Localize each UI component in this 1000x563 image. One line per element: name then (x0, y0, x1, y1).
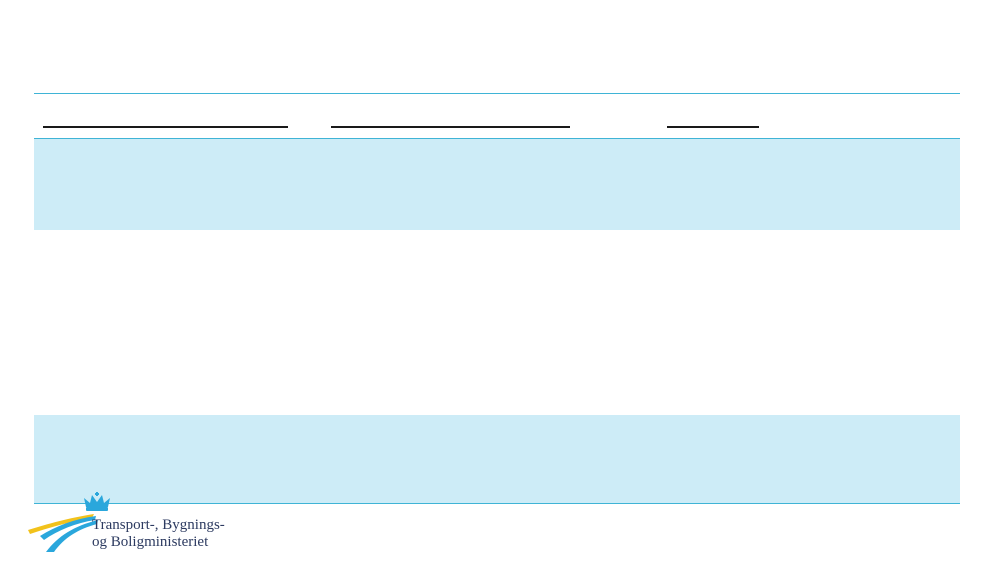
table-header-rule (34, 138, 960, 139)
ministry-name: Transport-, Bygnings- og Boligministerie… (92, 517, 242, 551)
table-bottom-rule (34, 503, 960, 504)
road-stripe-blue-1 (40, 516, 96, 540)
ministry-name-line-1: Transport-, Bygnings- (92, 517, 225, 533)
road-stripe-yellow (28, 514, 94, 534)
road-stripe-blue-2 (46, 520, 98, 552)
column-header-underline-3 (667, 126, 759, 128)
table-row-shaded-2 (34, 415, 960, 503)
table-top-rule (34, 93, 960, 94)
column-header-underline-1 (43, 126, 288, 128)
ministry-name-line-2: og Boligministeriet (92, 534, 209, 550)
table-row-shaded-1 (34, 139, 960, 230)
crown-icon (84, 492, 110, 511)
ministry-logo: Transport-, Bygnings- og Boligministerie… (26, 492, 236, 556)
crown-road-logo-icon (28, 492, 110, 552)
column-header-underline-2 (331, 126, 570, 128)
